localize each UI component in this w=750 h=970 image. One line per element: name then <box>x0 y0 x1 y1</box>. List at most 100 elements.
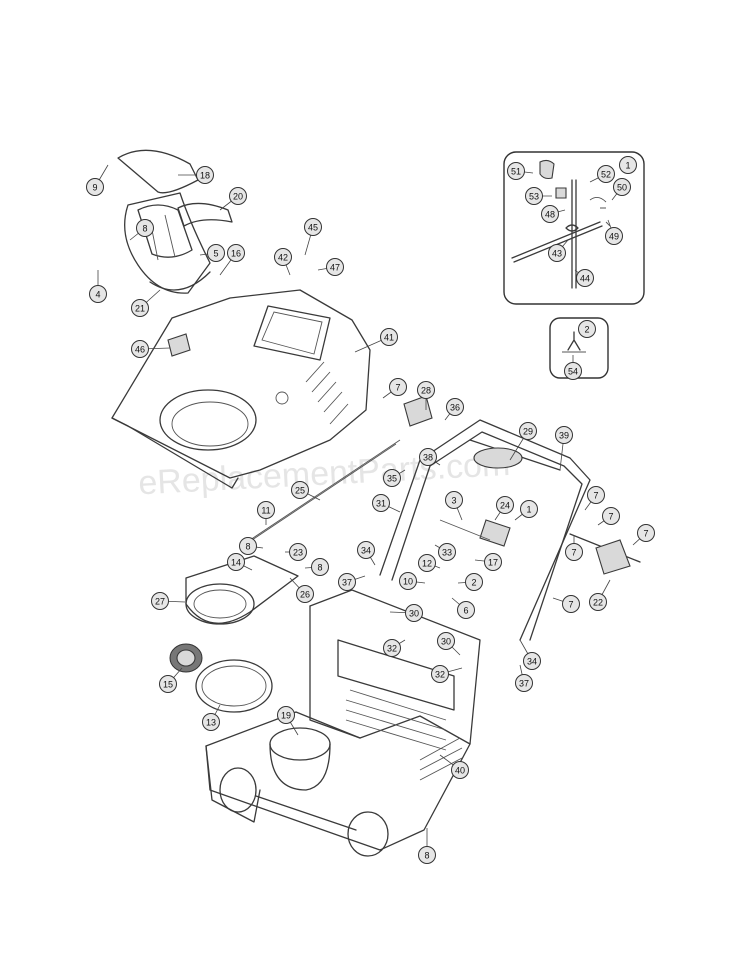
part-callout-26: 26 <box>296 585 314 603</box>
callout-bubble <box>619 156 637 174</box>
part-callout-8: 8 <box>311 558 329 576</box>
callout-label: 54 <box>568 367 578 377</box>
callout-label: 3 <box>451 496 456 506</box>
callout-label: 34 <box>527 657 537 667</box>
callout-bubble <box>605 227 623 245</box>
part-callout-32: 32 <box>383 639 401 657</box>
callout-bubble <box>548 244 566 262</box>
callout-label: 42 <box>278 253 288 263</box>
callout-bubble <box>383 469 401 487</box>
callout-label: 27 <box>155 597 165 607</box>
callout-bubble <box>613 178 631 196</box>
callout-bubble <box>457 601 475 619</box>
part-callout-2: 2 <box>465 573 483 591</box>
part-callout-34: 34 <box>357 541 375 559</box>
callout-bubble <box>565 543 583 561</box>
callout-label: 30 <box>441 637 451 647</box>
callout-bubble <box>418 846 436 864</box>
callout-label: 31 <box>376 499 386 509</box>
part-callout-45: 45 <box>304 218 322 236</box>
part-callout-20: 20 <box>229 187 247 205</box>
callout-bubble <box>239 537 257 555</box>
callout-bubble <box>229 187 247 205</box>
part-callout-4: 4 <box>89 285 107 303</box>
callout-label: 16 <box>231 249 241 259</box>
part-callout-6: 6 <box>457 601 475 619</box>
part-callout-24: 24 <box>496 496 514 514</box>
part-callout-3: 3 <box>445 491 463 509</box>
part-callout-7: 7 <box>562 595 580 613</box>
callout-bubble <box>274 248 292 266</box>
part-callout-33: 33 <box>438 543 456 561</box>
part-callout-15: 15 <box>159 675 177 693</box>
callout-label: 26 <box>300 590 310 600</box>
callout-label: 14 <box>231 558 241 568</box>
callout-bubble <box>405 604 423 622</box>
part-callout-34: 34 <box>523 652 541 670</box>
part-callout-38: 38 <box>419 448 437 466</box>
callout-label: 28 <box>421 386 431 396</box>
callout-bubble <box>519 422 537 440</box>
part-callout-53: 53 <box>525 187 543 205</box>
callout-bubble <box>277 706 295 724</box>
auger-housing <box>205 589 481 857</box>
part-callout-37: 37 <box>515 674 533 692</box>
callout-label: 2 <box>471 578 476 588</box>
callout-bubble <box>431 665 449 683</box>
callout-label: 32 <box>387 644 397 654</box>
part-callout-22: 22 <box>589 593 607 611</box>
callout-bubble <box>589 593 607 611</box>
part-callout-8: 8 <box>418 846 436 864</box>
callout-bubble <box>357 541 375 559</box>
leader-lines <box>94 164 647 855</box>
callout-label: 35 <box>387 474 397 484</box>
callout-label: 2 <box>584 325 589 335</box>
callout-bubble <box>602 507 620 525</box>
callout-bubble <box>383 639 401 657</box>
callout-bubble <box>326 258 344 276</box>
callout-label: 44 <box>580 274 590 284</box>
callout-bubble <box>507 162 525 180</box>
part-callout-52: 52 <box>597 165 615 183</box>
callout-bubble <box>257 501 275 519</box>
callout-label: 37 <box>342 578 352 588</box>
callout-label: 29 <box>523 427 533 437</box>
part-callout-29: 29 <box>519 422 537 440</box>
callout-label: 52 <box>601 170 611 180</box>
callout-bubble <box>86 178 104 196</box>
callout-label: 34 <box>361 546 371 556</box>
callout-bubble <box>89 285 107 303</box>
part-callout-41: 41 <box>380 328 398 346</box>
callout-label: 6 <box>463 606 468 616</box>
callout-label: 53 <box>529 192 539 202</box>
callout-bubble <box>131 299 149 317</box>
engine-cover <box>111 289 371 489</box>
callout-label: 32 <box>435 670 445 680</box>
callout-label: 43 <box>552 249 562 259</box>
callout-bubble <box>227 553 245 571</box>
callout-bubble <box>380 328 398 346</box>
callout-label: 18 <box>200 171 210 181</box>
callout-label: 12 <box>422 559 432 569</box>
callout-label: 30 <box>409 609 419 619</box>
part-callout-47: 47 <box>326 258 344 276</box>
part-callout-54: 54 <box>564 362 582 380</box>
callout-label: 7 <box>593 491 598 501</box>
part-callout-27: 27 <box>151 592 169 610</box>
part-callout-13: 13 <box>202 713 220 731</box>
callout-label: 7 <box>571 548 576 558</box>
part-callout-44: 44 <box>576 269 594 287</box>
callout-label: 51 <box>511 167 521 177</box>
callout-bubble <box>576 269 594 287</box>
part-callout-14: 14 <box>227 553 245 571</box>
callout-bubble <box>207 244 225 262</box>
part-callout-7: 7 <box>637 524 655 542</box>
part-callout-42: 42 <box>274 248 292 266</box>
part-callout-31: 31 <box>372 494 390 512</box>
callout-label: 36 <box>450 403 460 413</box>
callout-label: 38 <box>423 453 433 463</box>
callout-label: 41 <box>384 333 394 343</box>
callout-bubble <box>597 165 615 183</box>
callout-bubble <box>446 398 464 416</box>
